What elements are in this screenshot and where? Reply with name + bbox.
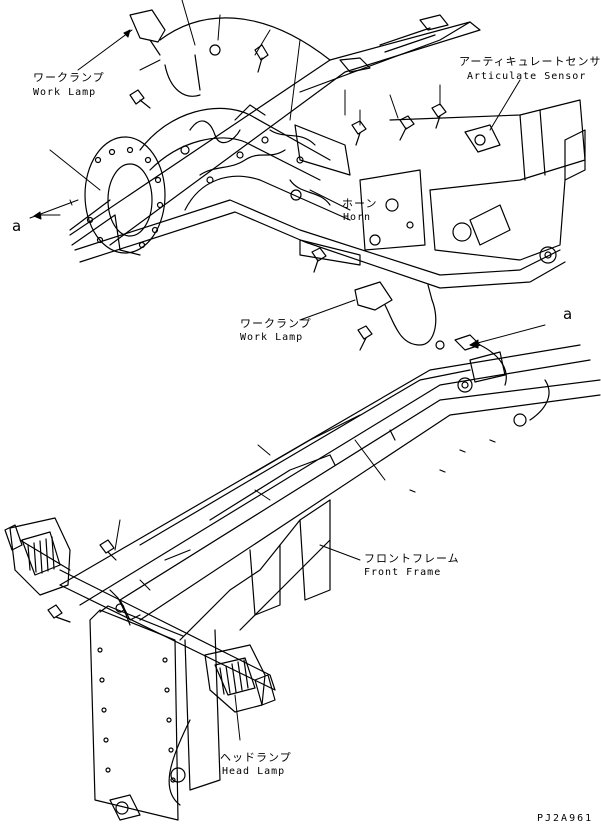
work-lamp-mid-label-en: Work Lamp [240, 332, 304, 343]
work-lamp-top-label-jp: ワークランプ [33, 71, 105, 84]
work-lamp-mid-part [354, 281, 507, 386]
work-lamp-mid-label-jp: ワークランプ [240, 317, 312, 330]
front-frame-label-en: Front Frame [364, 567, 442, 578]
leader-lines [29, 0, 546, 741]
front-frame [4, 344, 601, 821]
work-lamp-top-label-en: Work Lamp [33, 87, 97, 98]
rear-frame [69, 9, 586, 289]
front-frame-label-jp: フロントフレーム [364, 552, 460, 565]
horn-label-en: Horn [343, 212, 372, 223]
reference-a-right: a [563, 305, 573, 323]
horn-label-jp: ホーン [342, 197, 378, 210]
articulate-sensor-label-jp: アーティキュレートセンサ [459, 55, 601, 68]
head-lamp-label-jp: ヘッドランプ [220, 751, 292, 764]
articulate-sensor-label-en: Articulate Sensor [467, 71, 587, 82]
reference-a-left: a [12, 217, 22, 235]
drawing-code: PJ2A961 [537, 813, 594, 824]
head-lamp-label-en: Head Lamp [222, 766, 286, 777]
